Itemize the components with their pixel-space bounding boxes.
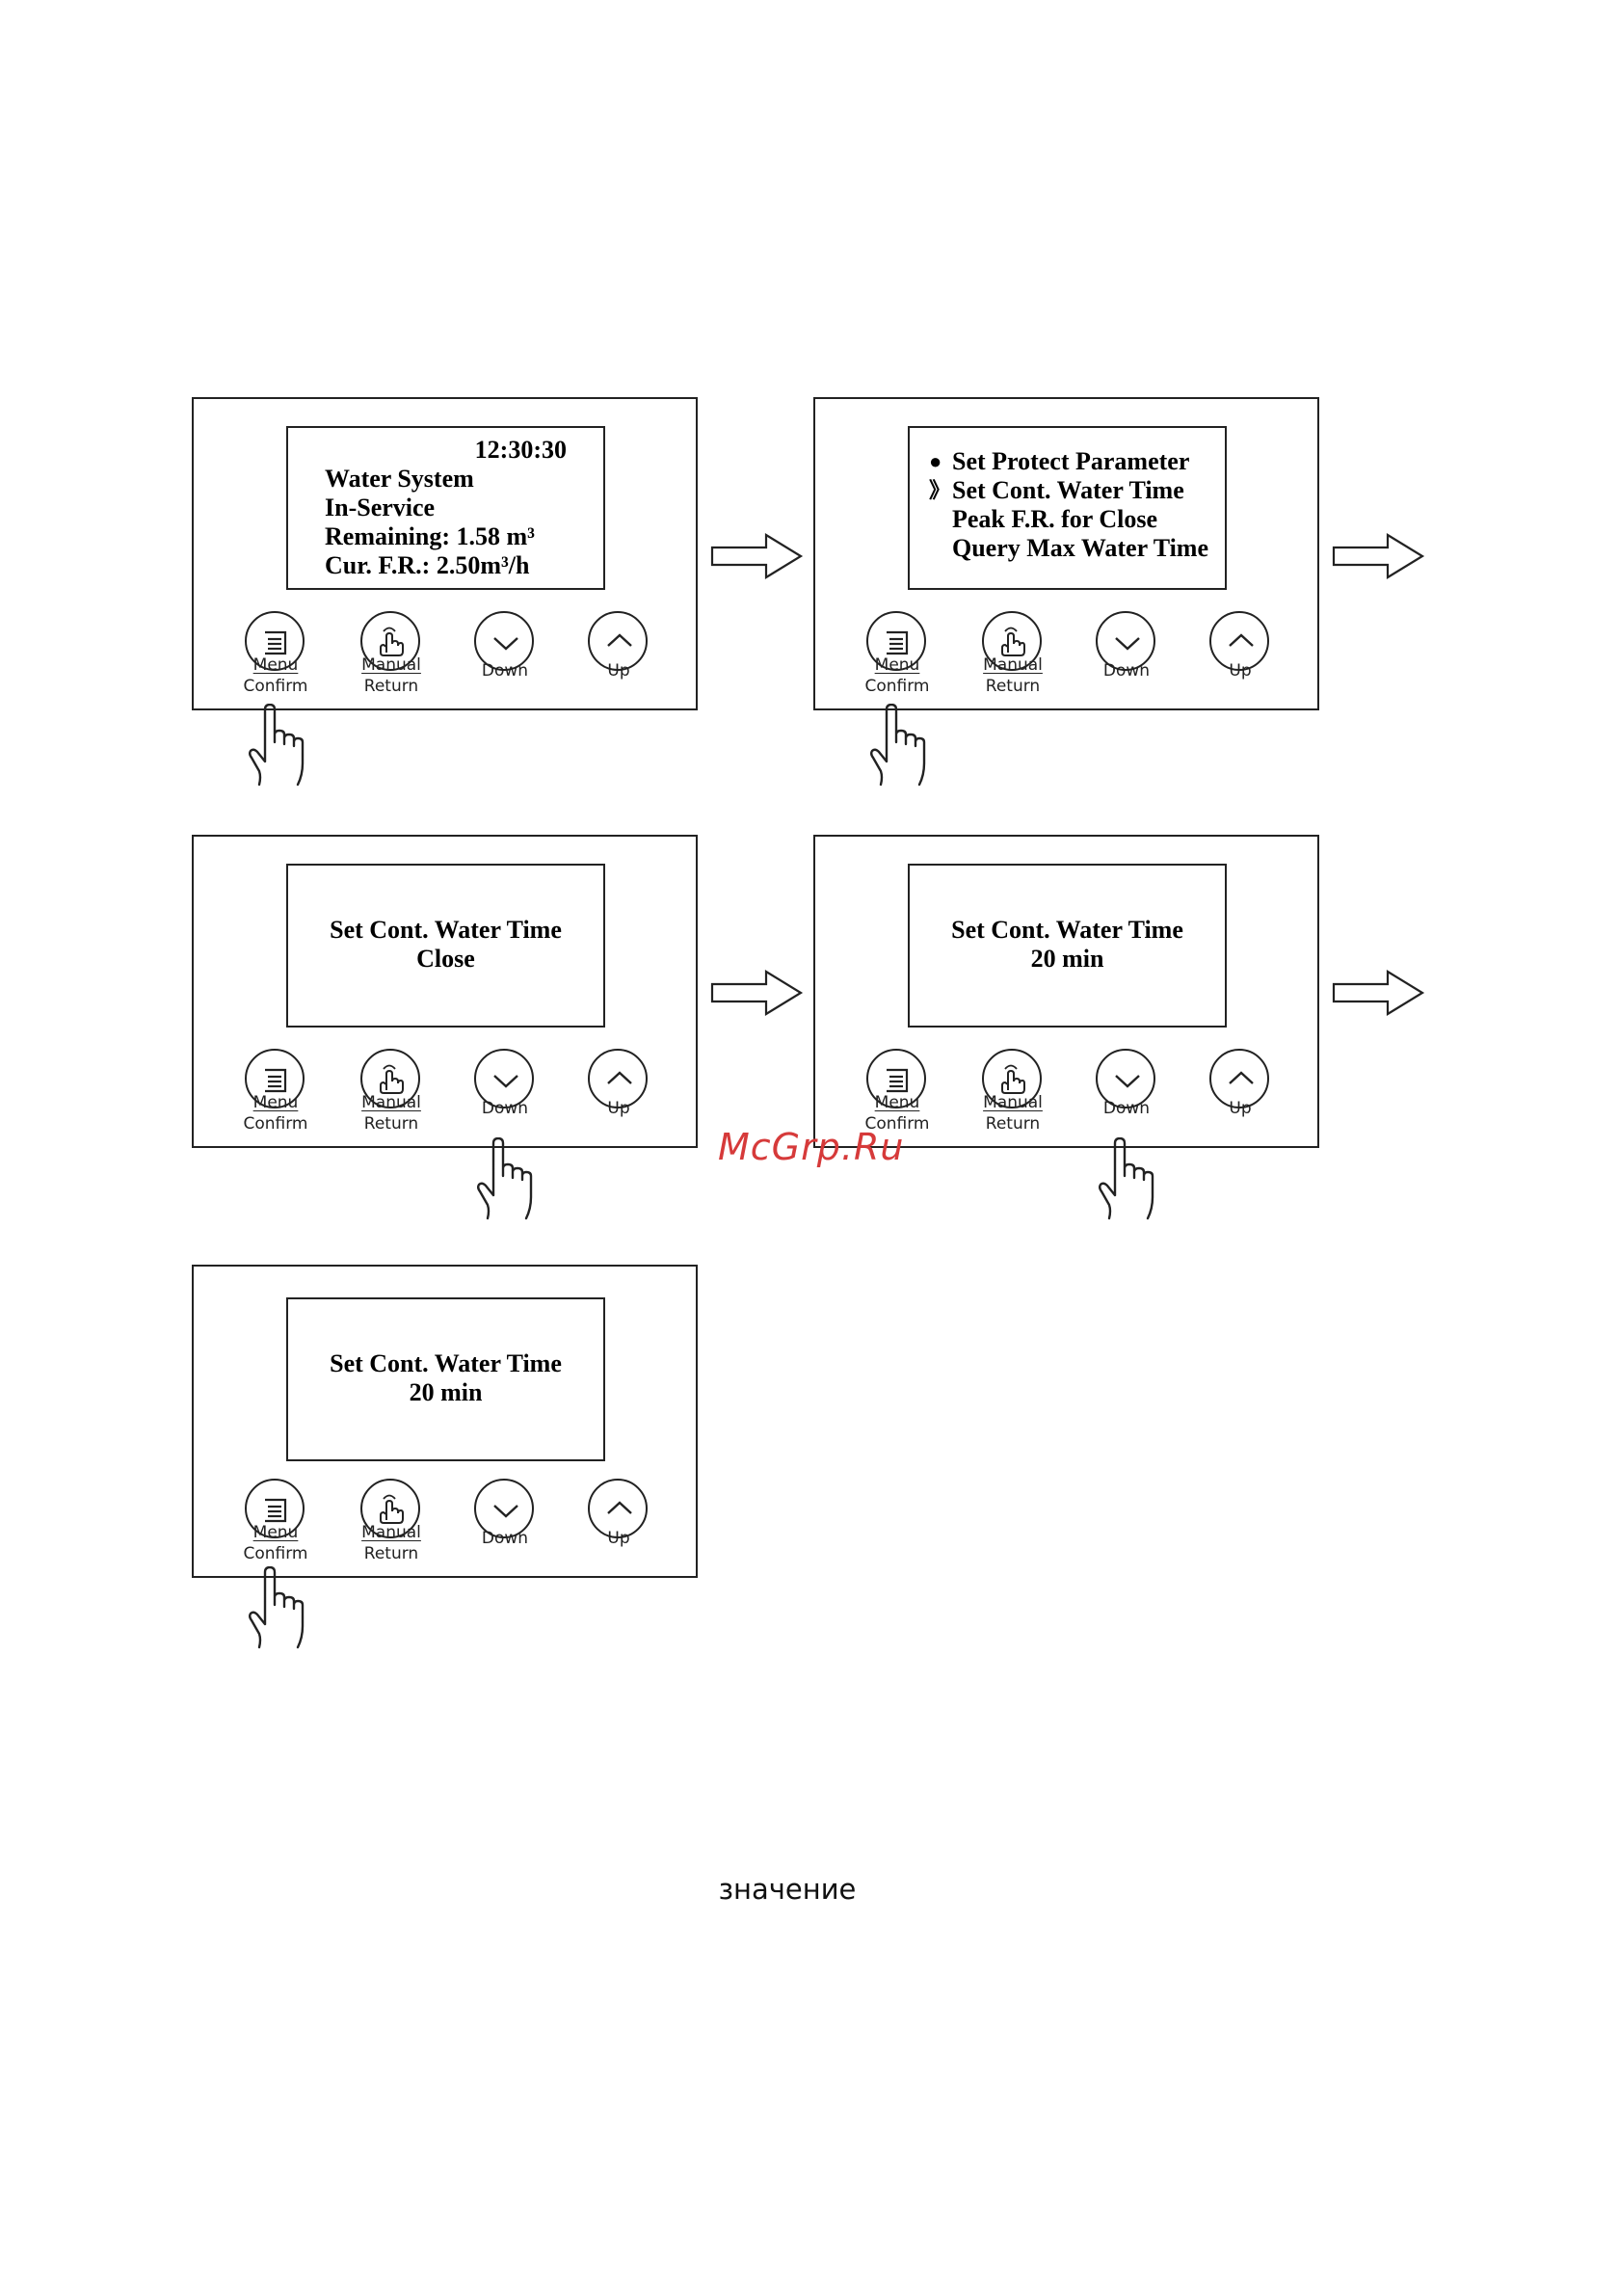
display-screen: Set Cont. Water Time 20 min — [908, 864, 1227, 1028]
arrow-right-icon — [710, 532, 805, 580]
clock-readout: 12:30:30 — [474, 436, 567, 464]
display-screen: 12:30:30 Water System In-Service Remaini… — [286, 426, 605, 590]
service-state: In-Service — [325, 494, 436, 521]
menu-label: Menu — [252, 1093, 299, 1112]
menu-label: Menu — [874, 655, 920, 675]
pointing-hand-icon — [248, 1566, 307, 1649]
list-item[interactable]: 》 Set Cont. Water Time — [929, 476, 1208, 505]
menu-item-label: Set Protect Parameter — [952, 447, 1190, 475]
screen-text: Set Cont. Water Time Close — [288, 916, 603, 974]
setting-value: 20 min — [1030, 945, 1104, 973]
return-label: Return — [363, 1544, 419, 1563]
menu-label: Menu — [252, 655, 299, 675]
arrow-right-icon — [1332, 969, 1426, 1017]
return-label: Return — [363, 1114, 419, 1134]
remaining-volume: Remaining: 1.58 m³ — [325, 522, 535, 550]
up-button[interactable]: Up — [575, 1479, 662, 1567]
up-label: Up — [1229, 1099, 1252, 1118]
down-label: Down — [1102, 661, 1151, 681]
down-button[interactable]: Down — [462, 1049, 548, 1137]
menu-label: Menu — [252, 1523, 299, 1542]
list-item[interactable]: ● Set Protect Parameter — [929, 447, 1208, 476]
manual-label: Manual — [361, 655, 421, 675]
screen-text: Set Cont. Water Time 20 min — [288, 1349, 603, 1407]
manual-label: Manual — [983, 1093, 1043, 1112]
manual-label: Manual — [361, 1523, 421, 1542]
caption-text: значение — [718, 1873, 857, 1906]
setting-value: Close — [416, 945, 475, 973]
arrow-right-icon — [1332, 532, 1426, 580]
menu-confirm-button[interactable]: Menu Confirm — [854, 1049, 941, 1137]
manual-return-button[interactable]: Manual Return — [348, 1479, 435, 1567]
panel-step-4-value: Set Cont. Water Time 20 min Menu Confirm… — [813, 835, 1319, 1148]
current-flow-rate: Cur. F.R.: 2.50m³/h — [325, 551, 530, 579]
screen-text: Set Cont. Water Time 20 min — [910, 916, 1225, 974]
manual-return-button[interactable]: Manual Return — [969, 611, 1056, 700]
down-button[interactable]: Down — [1083, 1049, 1170, 1137]
return-label: Return — [363, 677, 419, 696]
menu-label: Menu — [874, 1093, 920, 1112]
down-button[interactable]: Down — [462, 1479, 548, 1567]
manual-return-button[interactable]: Manual Return — [348, 1049, 435, 1137]
watermark-text: McGrp.Ru — [718, 1126, 905, 1168]
up-button[interactable]: Up — [1197, 611, 1284, 700]
menu-list: ● Set Protect Parameter 》 Set Cont. Wate… — [929, 447, 1208, 563]
panel-step-2-menu: ● Set Protect Parameter 》 Set Cont. Wate… — [813, 397, 1319, 710]
menu-item-label: Set Cont. Water Time — [952, 476, 1184, 504]
manual-label: Manual — [983, 655, 1043, 675]
menu-confirm-button[interactable]: Menu Confirm — [854, 611, 941, 700]
pointing-hand-icon — [476, 1137, 536, 1220]
up-label: Up — [607, 661, 630, 681]
menu-confirm-button[interactable]: Menu Confirm — [232, 1479, 319, 1567]
confirm-label: Confirm — [864, 677, 930, 696]
up-label: Up — [1229, 661, 1252, 681]
down-button[interactable]: Down — [1083, 611, 1170, 700]
manual-return-button[interactable]: Manual Return — [969, 1049, 1056, 1137]
return-label: Return — [985, 677, 1041, 696]
display-screen: Set Cont. Water Time 20 min — [286, 1297, 605, 1461]
selection-cursor-icon: 》 — [929, 478, 951, 502]
up-label: Up — [607, 1099, 630, 1118]
list-item[interactable]: Peak F.R. for Close — [929, 505, 1208, 534]
manual-return-button[interactable]: Manual Return — [348, 611, 435, 700]
panel-step-1-home: 12:30:30 Water System In-Service Remaini… — [192, 397, 698, 710]
down-label: Down — [481, 1529, 529, 1548]
pointing-hand-icon — [869, 704, 929, 787]
confirm-label: Confirm — [243, 1114, 308, 1134]
down-button[interactable]: Down — [462, 611, 548, 700]
display-screen: Set Cont. Water Time Close — [286, 864, 605, 1028]
pointing-hand-icon — [1098, 1137, 1157, 1220]
status-lines: Water System In-Service Remaining: 1.58 … — [325, 465, 535, 580]
bullet-icon: ● — [929, 449, 942, 473]
pointing-hand-icon — [248, 704, 307, 787]
setting-title: Set Cont. Water Time — [330, 1349, 562, 1377]
arrow-right-icon — [710, 969, 805, 1017]
manual-label: Manual — [361, 1093, 421, 1112]
confirm-label: Confirm — [243, 677, 308, 696]
menu-item-label: Peak F.R. for Close — [952, 505, 1158, 533]
confirm-label: Confirm — [864, 1114, 930, 1134]
panel-step-3-close: Set Cont. Water Time Close Menu Confirm … — [192, 835, 698, 1148]
menu-confirm-button[interactable]: Menu Confirm — [232, 611, 319, 700]
down-label: Down — [481, 1099, 529, 1118]
up-label: Up — [607, 1529, 630, 1548]
confirm-label: Confirm — [243, 1544, 308, 1563]
up-button[interactable]: Up — [575, 611, 662, 700]
return-label: Return — [985, 1114, 1041, 1134]
up-button[interactable]: Up — [575, 1049, 662, 1137]
system-name: Water System — [325, 465, 474, 493]
display-screen: ● Set Protect Parameter 》 Set Cont. Wate… — [908, 426, 1227, 590]
menu-item-label: Query Max Water Time — [952, 534, 1208, 562]
setting-title: Set Cont. Water Time — [330, 916, 562, 944]
down-label: Down — [1102, 1099, 1151, 1118]
panel-step-5-confirm: Set Cont. Water Time 20 min Menu Confirm… — [192, 1265, 698, 1578]
setting-title: Set Cont. Water Time — [951, 916, 1183, 944]
up-button[interactable]: Up — [1197, 1049, 1284, 1137]
menu-confirm-button[interactable]: Menu Confirm — [232, 1049, 319, 1137]
down-label: Down — [481, 661, 529, 681]
setting-value: 20 min — [409, 1378, 483, 1406]
list-item[interactable]: Query Max Water Time — [929, 534, 1208, 563]
